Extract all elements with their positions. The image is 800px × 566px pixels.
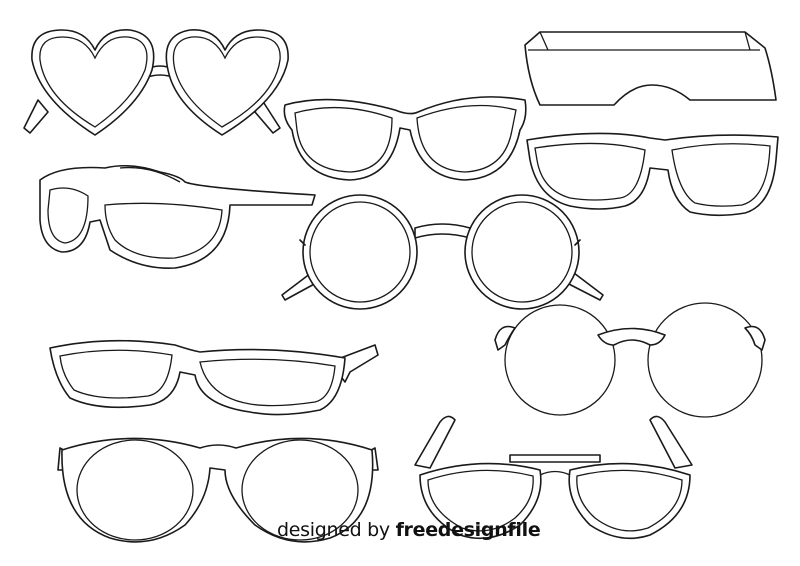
- rectangular-sunglasses: [526, 132, 779, 217]
- shield-sunglasses: [524, 31, 777, 106]
- heart-sunglasses: [23, 29, 289, 136]
- watermark-prefix: designed by: [277, 519, 390, 541]
- round-glasses: [281, 194, 604, 310]
- cat-eye-glasses: [283, 96, 527, 181]
- rimless-round-glasses: [494, 302, 766, 418]
- rectangle-glasses: [49, 339, 379, 416]
- aviator-sunglasses: [414, 415, 693, 540]
- watermark: designed by freedesignfile: [277, 519, 541, 541]
- watermark-brand: freedesignfile: [395, 519, 541, 541]
- sport-wrap-sunglasses: [39, 164, 316, 269]
- pantos-glasses: [57, 437, 379, 543]
